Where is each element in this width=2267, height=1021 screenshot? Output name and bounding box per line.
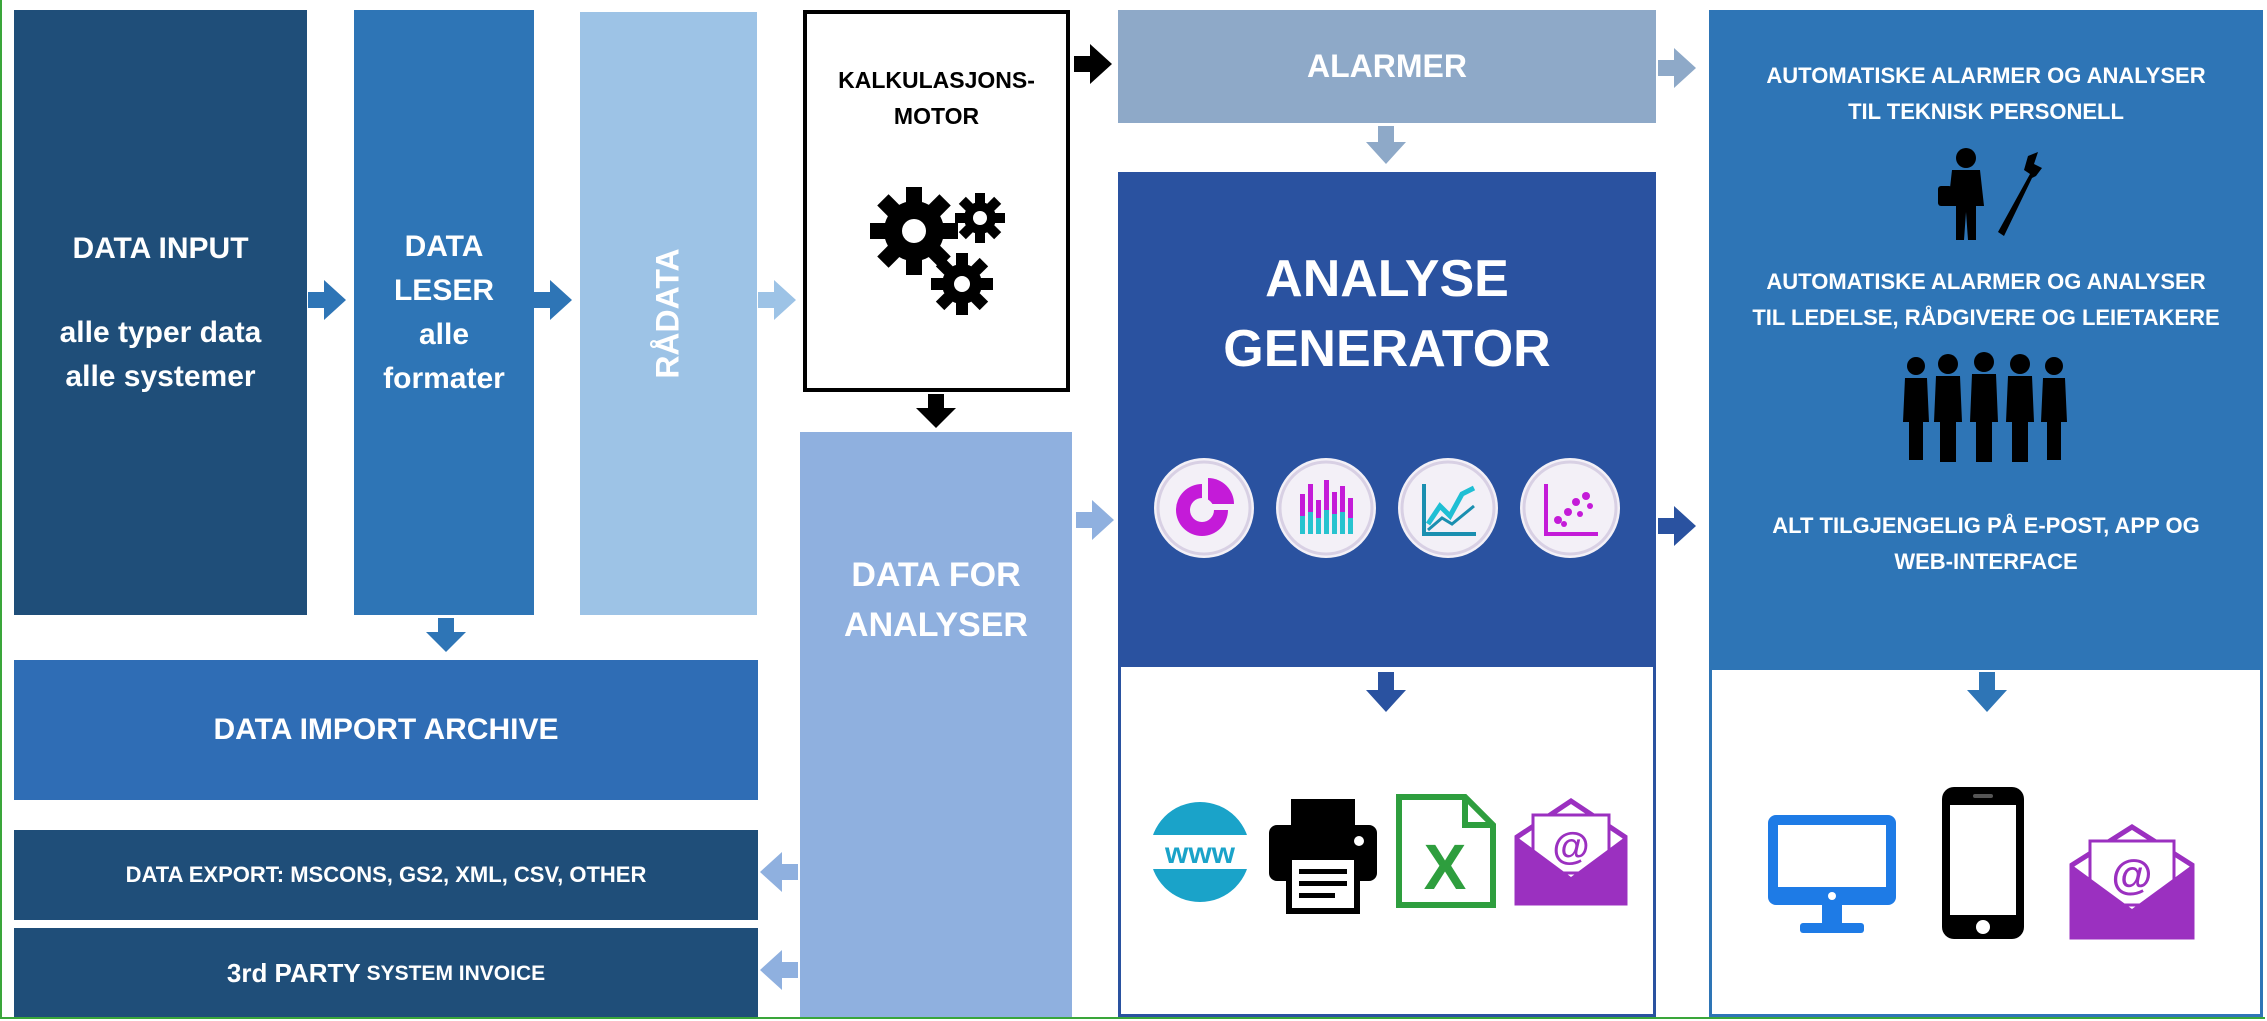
archive-label: DATA IMPORT ARCHIVE xyxy=(213,713,559,746)
smartphone-icon xyxy=(1942,787,2024,939)
www-icon: www xyxy=(1145,802,1255,902)
excel-letter: X xyxy=(1424,831,1467,903)
arrow-right xyxy=(1658,506,1696,546)
bar-chart-icon xyxy=(1276,458,1376,558)
arrow-down xyxy=(1366,126,1406,164)
data-export-block: DATA EXPORT: MSCONS, GS2, XML, CSV, OTHE… xyxy=(14,830,758,920)
right-info-block: AUTOMATISKE ALARMER OG ANALYSER TIL TEKN… xyxy=(1709,10,2263,670)
arrow-down xyxy=(426,618,466,652)
email-icon: @ xyxy=(1514,797,1628,906)
analyse-line1: ANALYSE xyxy=(1265,250,1509,308)
data-input-title: DATA INPUT xyxy=(72,231,249,265)
data-leser-line2: LESER xyxy=(393,273,495,307)
kalkulasjonsmotor-block: KALKULASJONS- MOTOR xyxy=(803,10,1070,392)
data-leser-line1: DATA xyxy=(404,229,484,263)
data-input-block: DATA INPUT alle typer data alle systemer xyxy=(14,10,307,615)
arrow-right xyxy=(534,280,572,320)
people-group-icon xyxy=(1903,352,2067,462)
analyse-line2: GENERATOR xyxy=(1223,320,1551,378)
data-input-line2: alle systemer xyxy=(65,359,256,393)
data-import-archive-block: DATA IMPORT ARCHIVE xyxy=(14,660,758,800)
arrow-right xyxy=(308,280,346,320)
system-invoice-label: SYSTEM INVOICE xyxy=(360,961,546,985)
scatter-chart-icon xyxy=(1520,458,1620,558)
technician-icon xyxy=(1938,148,2042,240)
right-panel: AUTOMATISKE ALARMER OG ANALYSER TIL TEKN… xyxy=(1709,10,2263,1017)
alarmer-block: ALARMER xyxy=(1118,10,1656,123)
line-chart-icon xyxy=(1398,458,1498,558)
alarmer-label: ALARMER xyxy=(1307,48,1467,84)
data-input-line1: alle typer data xyxy=(59,315,262,349)
right-text1a: AUTOMATISKE ALARMER OG ANALYSER xyxy=(1766,63,2206,88)
arrow-left xyxy=(760,852,798,892)
chart-icons-row xyxy=(1150,454,1624,562)
arrow-right xyxy=(758,280,796,320)
arrow-right xyxy=(1074,44,1112,84)
right-text1b: TIL TEKNISK PERSONELL xyxy=(1848,99,2124,124)
arrow-left xyxy=(760,950,798,990)
excel-icon: X xyxy=(1396,794,1496,908)
data-for-line1: DATA FOR xyxy=(851,556,1021,594)
www-text: www xyxy=(1164,837,1236,870)
arrow-right xyxy=(1658,48,1696,88)
data-leser-line4: formater xyxy=(383,361,505,395)
analyse-generator-block: ANALYSE GENERATOR xyxy=(1118,172,1656,667)
third-party-label: 3rd PARTY xyxy=(226,958,361,988)
kalkulasjon-line1: KALKULASJONS- xyxy=(838,67,1035,93)
radata-label: RÅDATA xyxy=(650,248,686,379)
right-text2a: AUTOMATISKE ALARMER OG ANALYSER xyxy=(1766,269,2206,294)
pie-chart-icon xyxy=(1154,458,1254,558)
data-for-line2: ANALYSER xyxy=(844,606,1028,644)
email-icon: @ xyxy=(2069,824,2195,940)
data-for-analyser-block: DATA FOR ANALYSER xyxy=(800,432,1072,1017)
radata-block: RÅDATA xyxy=(580,12,757,615)
right-text3b: WEB-INTERFACE xyxy=(1894,549,2078,574)
data-leser-line3: alle xyxy=(418,317,470,351)
monitor-icon xyxy=(1768,815,1896,933)
gears-icon xyxy=(869,187,1005,315)
arrow-down xyxy=(916,394,956,428)
email-at: @ xyxy=(2112,851,2153,898)
third-party-block: 3rd PARTY SYSTEM INVOICE xyxy=(14,928,758,1017)
output-icons-box: www X @ xyxy=(1118,667,1656,1017)
email-at: @ xyxy=(1552,826,1589,868)
data-leser-block: DATA LESER alle formater xyxy=(354,10,534,615)
arrow-right xyxy=(1076,500,1114,540)
right-text2b: TIL LEDELSE, RÅDGIVERE OG LEIETAKERE xyxy=(1752,305,2220,330)
export-label: DATA EXPORT: MSCONS, GS2, XML, CSV, OTHE… xyxy=(125,862,647,887)
right-text3a: ALT TILGJENGELIG PÅ E-POST, APP OG xyxy=(1772,513,2200,538)
printer-icon xyxy=(1269,799,1377,914)
kalkulasjon-line2: MOTOR xyxy=(893,103,980,129)
